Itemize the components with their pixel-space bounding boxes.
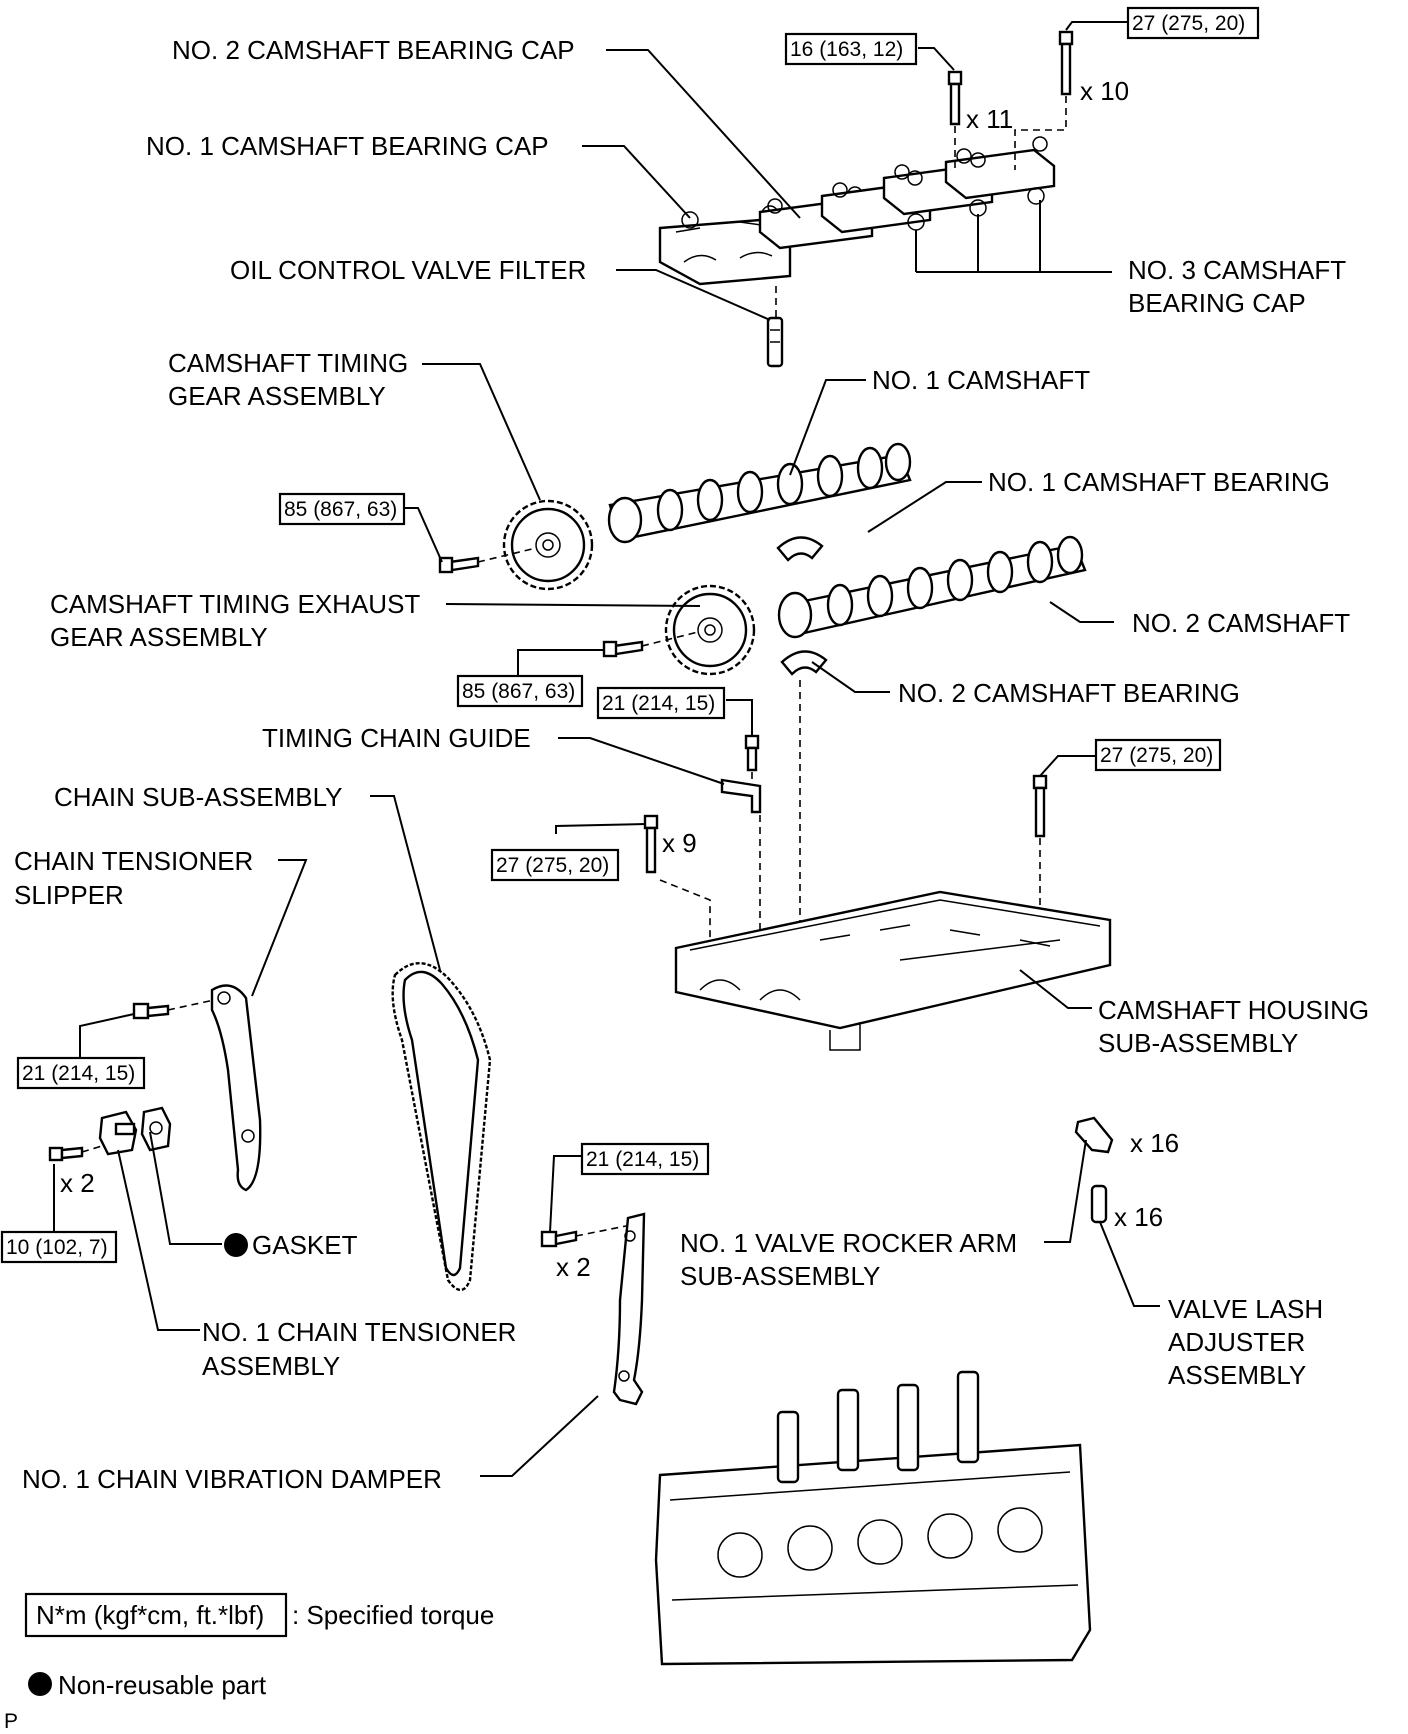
label-exhaust-gear-line1: CAMSHAFT TIMING EXHAUST (50, 589, 420, 619)
legend-nonreusable-dot (28, 1672, 52, 1696)
oil-control-valve-filter-part (766, 286, 784, 368)
damper-bolt (540, 1225, 627, 1248)
label-camshaft-housing-line2: SUB-ASSEMBLY (1098, 1028, 1298, 1058)
housing-bolt-x9 (643, 814, 659, 874)
label-no2-camshaft-bearing-cap: NO. 2 CAMSHAFT BEARING CAP (172, 35, 575, 65)
label-no2-camshaft-bearing: NO. 2 CAMSHAFT BEARING (898, 678, 1240, 708)
torque-box-21-214-15-slipper: 21 (214, 15) (16, 1056, 146, 1090)
label-camshaft-timing-gear-line1: CAMSHAFT TIMING (168, 348, 408, 378)
torque-box-16-163-12: 16 (163, 12) (784, 32, 918, 66)
svg-text:27 (275, 20): 27 (275, 20) (496, 854, 609, 877)
no3-camshaft-bearing-cap-parts (820, 136, 1056, 234)
label-camshaft-timing-gear-line2: GEAR ASSEMBLY (168, 381, 386, 411)
label-gasket: GASKET (252, 1230, 358, 1260)
label-no1-chain-vibration-damper: NO. 1 CHAIN VIBRATION DAMPER (22, 1464, 442, 1494)
svg-text:27 (275, 20): 27 (275, 20) (1100, 744, 1213, 767)
label-no1-camshaft-bearing-cap: NO. 1 CAMSHAFT BEARING CAP (146, 131, 549, 161)
label-chain-tensioner-slipper-line1: CHAIN TENSIONER (14, 846, 253, 876)
svg-text:10 (102, 7): 10 (102, 7) (6, 1236, 108, 1259)
no2-camshaft-part (777, 535, 1087, 639)
slipper-bolt (132, 999, 215, 1020)
gear-bolt-a (438, 556, 480, 574)
label-valve-rocker-arm-line2: SUB-ASSEMBLY (680, 1261, 880, 1291)
torque-box-21-214-15-damper: 21 (214, 15) (580, 1142, 710, 1176)
label-no1-camshaft-bearing: NO. 1 CAMSHAFT BEARING (988, 467, 1330, 497)
camshaft-housing-part (674, 890, 1112, 1051)
cap-bolt-x11 (947, 70, 963, 126)
tensioner-bolt (48, 1145, 103, 1162)
qty-x2-damper: x 2 (556, 1252, 591, 1282)
label-chain-tensioner-slipper-line2: SLIPPER (14, 880, 124, 910)
no1-camshaft-part (607, 442, 912, 544)
nonreusable-dot-gasket (224, 1233, 248, 1257)
no1-camshaft-bearing-part (776, 536, 824, 562)
label-no3-camshaft-bearing-cap-line1: NO. 3 CAMSHAFT (1128, 255, 1346, 285)
valve-lash-adjuster-part (1090, 1184, 1108, 1224)
label-no1-chain-tensioner-line1: NO. 1 CHAIN TENSIONER (202, 1317, 516, 1347)
legend-specified-torque: N*m (kgf*cm, ft.*lbf) : Specified torque (24, 1592, 494, 1638)
gear-bolt-b (602, 640, 644, 658)
svg-text:85 (867, 63): 85 (867, 63) (284, 498, 397, 521)
label-no3-camshaft-bearing-cap-line2: BEARING CAP (1128, 288, 1306, 318)
label-valve-rocker-arm-line1: NO. 1 VALVE ROCKER ARM (680, 1228, 1017, 1258)
timing-chain-guide-part (720, 734, 762, 814)
label-valve-lash-line2: ADJUSTER (1168, 1327, 1305, 1357)
chain-sub-assembly-part (391, 962, 492, 1292)
housing-bolt-right (1032, 774, 1048, 920)
legend-nonreusable: Non-reusable part (28, 1670, 267, 1700)
label-oil-control-valve-filter: OIL CONTROL VALVE FILTER (230, 255, 586, 285)
label-valve-lash-line3: ASSEMBLY (1168, 1360, 1306, 1390)
svg-text:21 (214, 15): 21 (214, 15) (602, 692, 715, 715)
torque-box-27-275-20-top: 27 (275, 20) (1126, 6, 1260, 40)
legend-torque-unit: N*m (kgf*cm, ft.*lbf) (36, 1600, 264, 1630)
valve-rocker-arm-part (1074, 1116, 1114, 1154)
torque-box-21-214-15-guide: 21 (214, 15) (596, 686, 726, 720)
footer-code: P (4, 1710, 18, 1733)
camshaft-timing-gear-part (502, 499, 594, 591)
label-timing-chain-guide: TIMING CHAIN GUIDE (262, 723, 531, 753)
qty-x2-tensioner: x 2 (60, 1168, 95, 1198)
cylinder-block-part (654, 1370, 1092, 1666)
qty-x10: x 10 (1080, 76, 1129, 106)
label-exhaust-gear-line2: GEAR ASSEMBLY (50, 622, 268, 652)
qty-x9: x 9 (662, 828, 697, 858)
svg-text:21 (214, 15): 21 (214, 15) (22, 1062, 135, 1085)
label-camshaft-housing-line1: CAMSHAFT HOUSING (1098, 995, 1369, 1025)
qty-x11: x 11 (966, 104, 1013, 134)
no1-chain-vibration-damper-part (612, 1212, 646, 1406)
qty-x16-rocker: x 16 (1130, 1128, 1179, 1158)
svg-text:21 (214, 15): 21 (214, 15) (586, 1148, 699, 1171)
label-chain-sub-assembly: CHAIN SUB-ASSEMBLY (54, 782, 342, 812)
torque-box-10-102-7: 10 (102, 7) (0, 1230, 118, 1264)
label-no1-camshaft: NO. 1 CAMSHAFT (872, 365, 1090, 395)
leader-lines (53, 21, 1160, 1477)
legend-nonreusable-desc: Non-reusable part (58, 1670, 267, 1700)
torque-box-85-867-63-upper: 85 (867, 63) (278, 492, 406, 526)
label-valve-lash-line1: VALVE LASH (1168, 1294, 1323, 1324)
svg-text:85 (867, 63): 85 (867, 63) (462, 680, 575, 703)
torque-box-27-275-20-left: 27 (275, 20) (490, 848, 620, 882)
qty-x16-lash: x 16 (1114, 1202, 1163, 1232)
camshaft-timing-exhaust-gear-part (664, 584, 756, 676)
svg-text:27 (275, 20): 27 (275, 20) (1132, 12, 1245, 35)
torque-box-85-867-63-lower: 85 (867, 63) (456, 674, 584, 708)
legend-torque-desc: : Specified torque (292, 1600, 494, 1630)
torque-box-27-275-20-right: 27 (275, 20) (1094, 738, 1222, 772)
no1-chain-tensioner-part (98, 1110, 138, 1156)
gasket-part (140, 1106, 172, 1152)
label-no2-camshaft: NO. 2 CAMSHAFT (1132, 608, 1350, 638)
chain-tensioner-slipper-part (210, 984, 262, 1192)
no2-camshaft-bearing-part (780, 650, 828, 676)
cap-bolt-x10 (1058, 30, 1074, 96)
svg-text:16 (163, 12): 16 (163, 12) (790, 38, 903, 61)
label-no1-chain-tensioner-line2: ASSEMBLY (202, 1351, 340, 1381)
